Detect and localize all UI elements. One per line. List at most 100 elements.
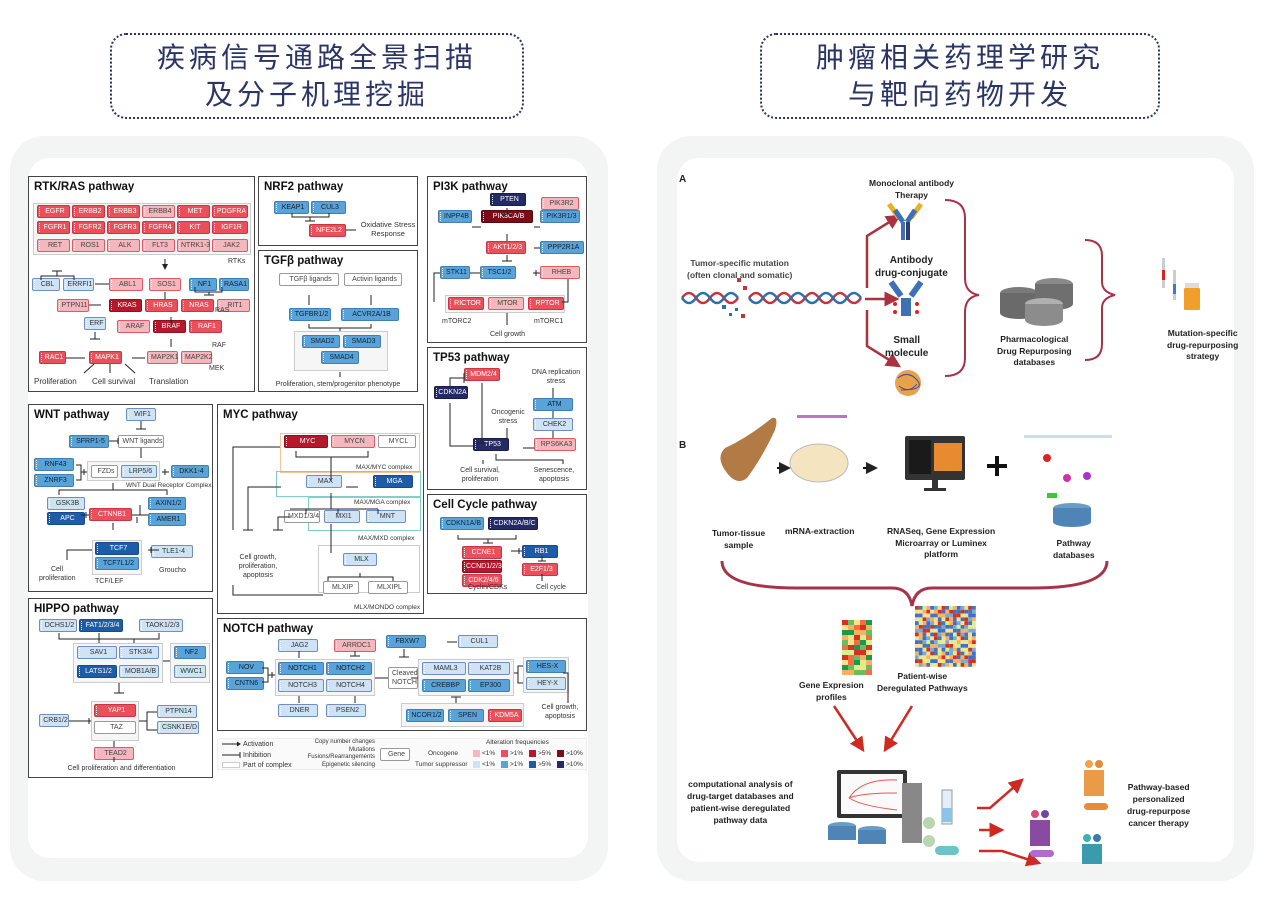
heatmap-cell	[934, 647, 938, 652]
gene-box-erf: ERF	[84, 317, 106, 330]
gene-box-map2k2: MAP2K2	[181, 351, 213, 364]
heatmap-cell	[941, 640, 946, 644]
heatmap-cell	[953, 647, 957, 652]
heatmap-cell	[956, 617, 961, 622]
gene-box-dner: DNER	[278, 704, 318, 717]
legend-alteration-1: Mutations	[348, 746, 375, 753]
heatmap-cell	[964, 606, 969, 610]
heatmap-cell	[956, 651, 961, 656]
heatmap-cell	[956, 609, 961, 614]
heatmap-cell	[953, 644, 957, 648]
label-tgfb-outcome: Proliferation, stem/progenitor phenotype	[275, 381, 401, 388]
gene-box-cdk2-4-6: CDK2/4/6	[462, 574, 502, 587]
label-a: A	[679, 174, 687, 185]
label-line: Pathway-based	[1127, 782, 1190, 792]
heatmap-cell	[854, 655, 860, 660]
heatmap-cell	[934, 606, 938, 610]
legend-gene-box: Gene	[380, 748, 410, 761]
heatmap-cell	[915, 647, 919, 652]
label-cell-proliferation: Cell proliferation	[39, 566, 76, 582]
gene-box-rptor: RPTOR	[528, 297, 564, 310]
myc-connectors	[232, 446, 394, 596]
label-line: Pharmacological	[1000, 334, 1069, 344]
heatmap-cell	[915, 636, 919, 641]
heatmap-cell	[972, 606, 976, 610]
heatmap-cell	[945, 640, 950, 644]
left-section-title: 疾病信号通路全景扫描 及分子机理挖掘	[110, 33, 524, 119]
heatmap-cell	[930, 644, 934, 648]
heatmap-cell	[956, 655, 961, 660]
heatmap-cell	[918, 632, 923, 637]
heatmap-cell	[934, 625, 938, 629]
heatmap-cell	[922, 621, 927, 625]
heatmap-cell	[860, 640, 866, 645]
gene-box-cbl: CBL	[32, 278, 60, 291]
label-line: Microarray or Luminex	[895, 537, 987, 548]
label-oncogenic-stress: Oncogenic stress	[491, 409, 525, 425]
heatmap-cell	[915, 644, 919, 648]
heatmap-cell	[860, 650, 866, 655]
heatmap-cell	[953, 663, 957, 667]
heatmap-cell	[922, 659, 927, 663]
heatmap-cell	[842, 655, 848, 660]
legend-activation: Activation	[243, 741, 274, 748]
heatmap-cell	[854, 620, 860, 625]
gene-box-stk11: STK11	[440, 266, 470, 279]
label-mrna-extraction: mRNA-extraction	[785, 526, 854, 538]
gene-box-nfe2l2: NFE2L2	[309, 224, 346, 237]
label-line: drug-repurposing	[1167, 339, 1239, 350]
gene-box-ntrk1-3: NTRK1-3	[177, 239, 210, 252]
gene-box-hey-x: HEY-X	[526, 677, 566, 690]
gene-box-rb1: RB1	[522, 545, 558, 558]
gene-box-dkk1-4: DKK1-4	[171, 465, 209, 478]
gene-box-csnk1e-d: CSNK1E/D	[157, 721, 199, 734]
heatmap-cell	[918, 621, 923, 625]
label-oxidative-stress: Oxidative Stress Response	[360, 220, 416, 238]
gene-box-ptpn14: PTPN14	[157, 705, 197, 718]
gene-box-mapk1: MAPK1	[89, 351, 122, 364]
gene-box-ppp2r1a: PPP2R1A	[540, 241, 584, 254]
heatmap-cell	[949, 617, 953, 622]
label-myc-outcome: Cell growth, proliferation, apoptosis	[238, 554, 278, 579]
heatmap-cell	[968, 644, 972, 648]
heatmap-cell	[949, 609, 953, 614]
heatmap-cell	[937, 613, 942, 618]
heatmap-cell	[922, 663, 927, 667]
tgfb-connectors	[308, 295, 372, 377]
heatmap-cell	[918, 606, 923, 610]
heatmap-cell	[854, 635, 860, 640]
heatmap-cell	[922, 640, 927, 644]
therapy-arrows	[977, 778, 1042, 867]
gene-box-ep300: EP300	[468, 679, 510, 692]
heatmap-cell	[941, 651, 946, 656]
gene-box-mlxipl: MLXIPL	[368, 581, 408, 594]
heatmap-cell	[926, 617, 931, 622]
heatmap-cell	[956, 625, 961, 629]
heatmap-cell	[972, 651, 976, 656]
heatmap-cell	[926, 621, 931, 625]
heatmap-cell	[848, 620, 854, 625]
heatmap-cell	[937, 609, 942, 614]
heatmap-cell	[860, 635, 866, 640]
heatmap-cell	[930, 651, 934, 656]
heatmap-cell	[860, 665, 866, 670]
heatmap-cell	[915, 640, 919, 644]
label-groucho: Groucho	[159, 567, 186, 574]
legend-freq-title: Alteration frequencies	[486, 739, 549, 746]
gene-box-notch2: NOTCH2	[326, 662, 372, 675]
heatmap-cell	[964, 644, 969, 648]
gene-box-sav1: SAV1	[77, 646, 117, 659]
legend-part-of-complex: Part of complex	[243, 762, 292, 769]
heatmap-cell	[926, 651, 931, 656]
label-line: Tumor-specific mutation	[690, 258, 789, 268]
label-line: sample	[723, 539, 754, 550]
heatmap-cell	[926, 647, 931, 652]
gene-box-cdkn1a-b: CDKN1A/B	[440, 517, 484, 530]
heatmap-cell	[926, 659, 931, 663]
heatmap-cell	[930, 606, 934, 610]
gene-box-e2f1-3: E2F1/3	[522, 563, 558, 576]
heatmap-cell	[926, 625, 931, 629]
heatmap-cell	[922, 628, 927, 633]
